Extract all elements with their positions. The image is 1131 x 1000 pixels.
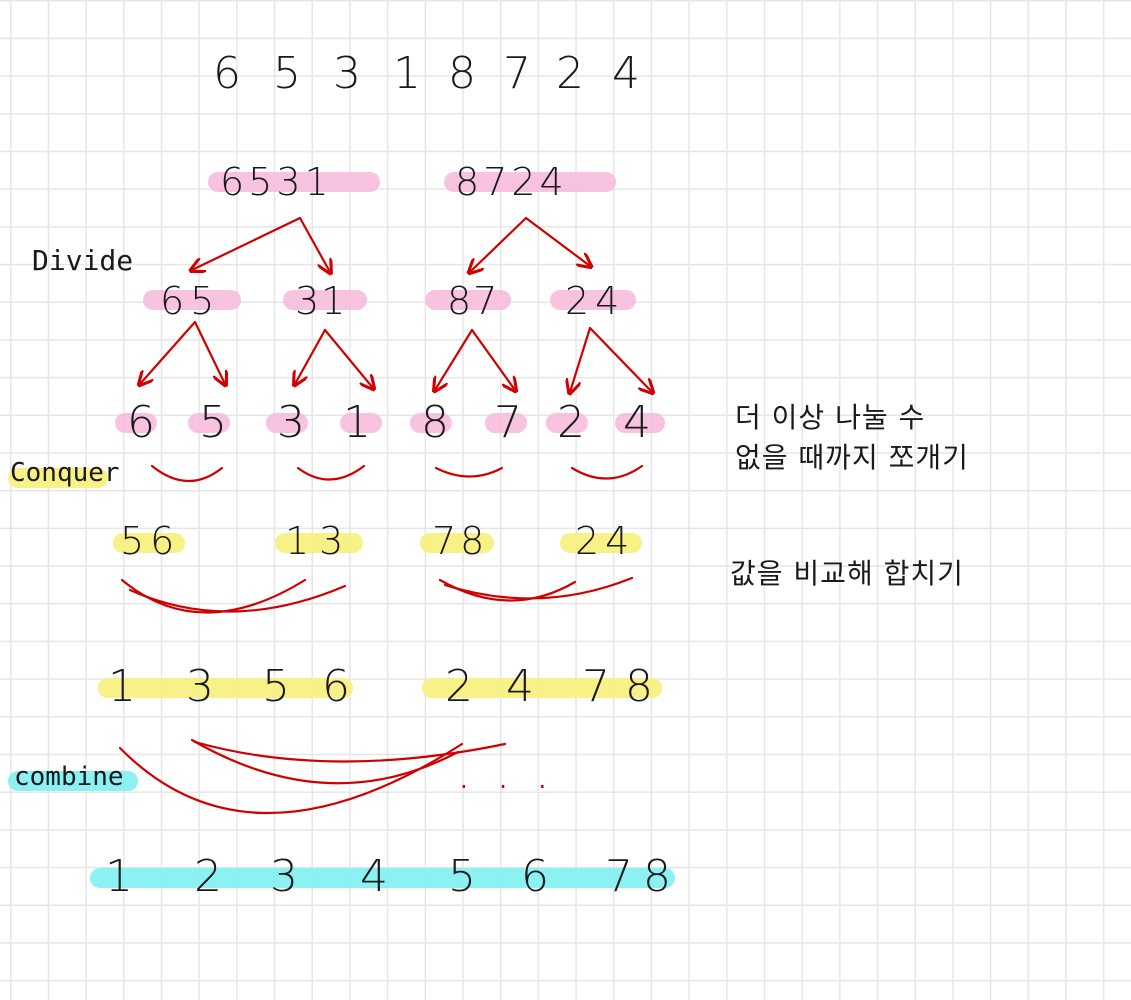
conquer-highlight <box>422 678 662 698</box>
divide-arrow <box>193 320 225 384</box>
divide-highlight <box>283 290 367 310</box>
combine-arc <box>118 742 464 815</box>
sorted-pair: 24 <box>575 519 636 563</box>
quad-digit: 7 <box>582 661 610 712</box>
top-digit: 1 <box>393 48 421 99</box>
conquer-highlight <box>98 678 353 698</box>
single-digit: 1 <box>343 397 371 448</box>
sorted-pair: 13 <box>285 519 354 563</box>
single-digit: 6 <box>127 397 155 448</box>
top-digit: 5 <box>273 48 301 99</box>
conquer-note: 값을 비교해 합치기 <box>730 557 964 590</box>
half-group: 8724 <box>455 160 568 204</box>
divide-arrow <box>295 328 327 384</box>
divide-arrow <box>435 328 474 390</box>
top-digit: 2 <box>556 48 584 99</box>
top-digit: 8 <box>448 48 476 99</box>
single-digit: 4 <box>623 397 651 448</box>
divide-arrow <box>570 326 592 392</box>
top-digit: 4 <box>612 48 640 99</box>
divide-highlight <box>115 413 157 433</box>
top-digit: 6 <box>213 48 241 99</box>
top-digit: 3 <box>333 48 361 99</box>
divide-label: Divide <box>32 244 134 277</box>
final-digit: 7 <box>605 851 633 902</box>
quad-digit: 3 <box>186 661 214 712</box>
top-digit: 7 <box>503 48 531 99</box>
divide-highlight <box>188 413 230 433</box>
quarter-group: 31 <box>295 279 348 323</box>
conquer-highlight <box>560 533 642 553</box>
conquer-arc <box>150 464 224 483</box>
conquer-label: Conquer <box>10 458 120 488</box>
final-digit: 4 <box>360 851 388 902</box>
single-digit: 7 <box>494 397 522 448</box>
quarter-group: 24 <box>565 279 626 323</box>
conquer-arc <box>434 466 504 478</box>
sorted-pair: 78 <box>432 519 489 563</box>
divide-highlight <box>425 290 511 310</box>
divide-highlight <box>410 413 452 433</box>
divide-highlight <box>340 413 382 433</box>
final-digit: 1 <box>105 851 133 902</box>
final-digit: 2 <box>194 851 222 902</box>
divide-highlight <box>546 413 588 433</box>
conquer-label-highlight <box>8 468 108 488</box>
final-digit: 8 <box>643 851 671 902</box>
conquer-arc <box>296 464 366 481</box>
divide-arrow <box>524 216 590 266</box>
divide-note-line1: 더 이상 나눌 수 <box>735 401 926 434</box>
divide-arrow <box>192 216 302 270</box>
ellipsis: . . . <box>460 766 559 794</box>
conquer-highlight <box>420 533 494 553</box>
quad-digit: 5 <box>262 661 290 712</box>
divide-arrow <box>323 328 373 388</box>
final-digit: 3 <box>270 851 298 902</box>
single-digit: 5 <box>199 397 227 448</box>
divide-highlight <box>615 413 665 433</box>
single-digit: 8 <box>421 397 449 448</box>
conquer-highlight <box>275 533 363 553</box>
divide-highlight <box>444 172 616 192</box>
combine-arc <box>128 584 347 613</box>
divide-note-line2: 없을 때까지 쪼개기 <box>735 441 969 474</box>
single-digit: 2 <box>557 397 585 448</box>
divide-highlight <box>143 290 241 310</box>
final-digit: 5 <box>448 851 476 902</box>
final-digit: 6 <box>521 851 549 902</box>
combine-arc <box>193 740 507 763</box>
quarter-group: 65 <box>160 279 221 323</box>
quad-digit: 2 <box>445 661 473 712</box>
divide-highlight <box>550 290 636 310</box>
combine-arc <box>443 576 634 600</box>
quad-digit: 6 <box>322 661 350 712</box>
divide-highlight <box>485 413 527 433</box>
combine-highlight <box>90 868 675 888</box>
single-digit: 3 <box>277 397 305 448</box>
sorted-pair: 56 <box>120 519 181 563</box>
quad-digit: 4 <box>506 661 534 712</box>
combine-arc <box>190 738 460 785</box>
divide-arrow <box>140 320 197 384</box>
quad-digit: 8 <box>625 661 653 712</box>
conquer-highlight <box>113 533 185 553</box>
conquer-arc <box>570 464 644 480</box>
combine-label-highlight <box>8 771 138 791</box>
half-group: 6531 <box>220 160 333 204</box>
divide-arrow <box>588 326 652 392</box>
quad-digit: 1 <box>108 661 136 712</box>
divide-highlight <box>266 413 308 433</box>
divide-highlight <box>208 172 380 192</box>
divide-arrow <box>470 216 528 272</box>
divide-arrow <box>298 216 330 272</box>
divide-arrow <box>470 328 515 390</box>
quarter-group: 87 <box>447 279 500 323</box>
combine-label: combine <box>14 762 124 792</box>
